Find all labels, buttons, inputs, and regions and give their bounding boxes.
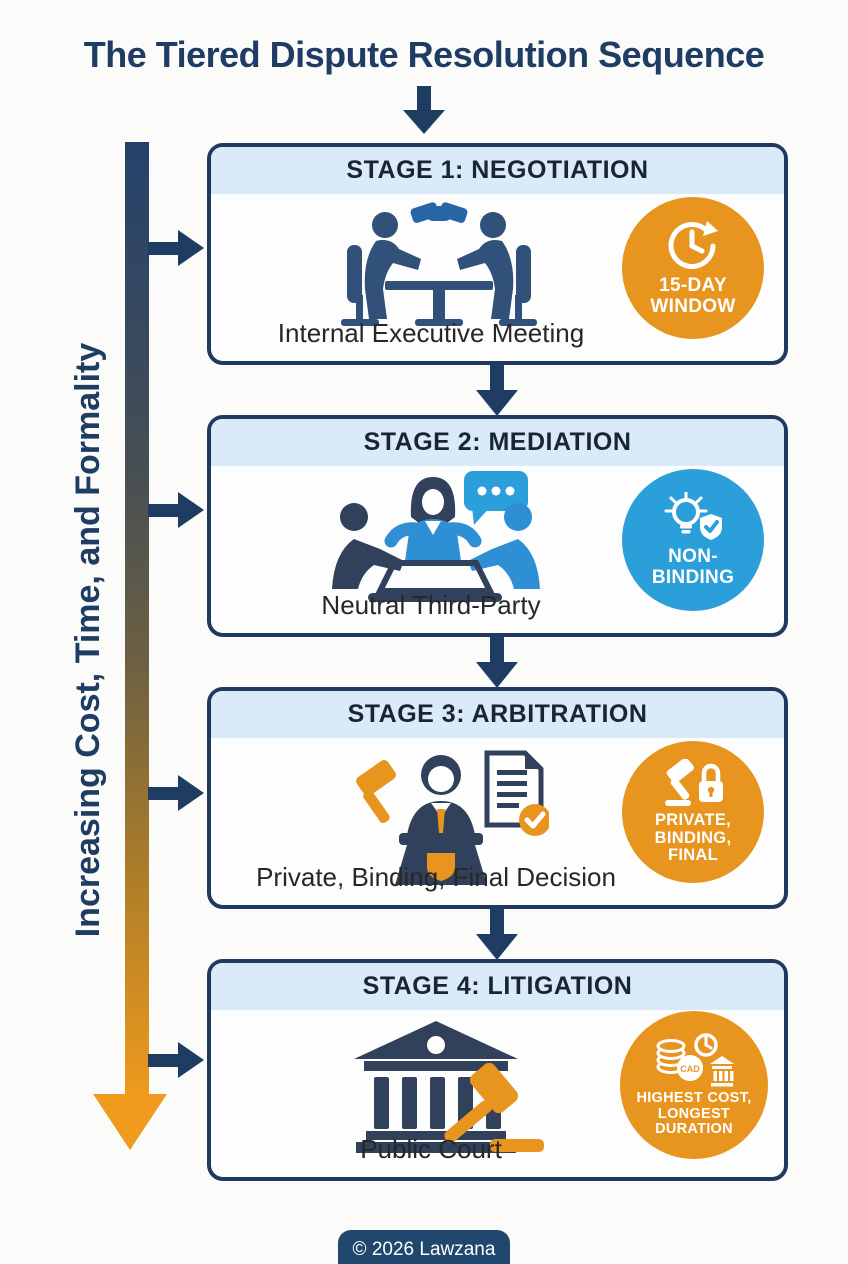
stage-4-header: STAGE 4: LITIGATION xyxy=(211,963,784,1010)
svg-text:CAD: CAD xyxy=(680,1064,700,1074)
coins-clock-bank-icon: CAD xyxy=(656,1033,734,1087)
page-title: The Tiered Dispute Resolution Sequence xyxy=(83,34,765,75)
stage-1-header: STAGE 1: NEGOTIATION xyxy=(211,147,784,194)
arbitrator-podium-document-icon xyxy=(356,750,549,885)
stage-3-header: STAGE 3: ARBITRATION xyxy=(211,691,784,738)
stage-2-caption: Neutral Third-Party xyxy=(321,590,541,620)
stage-1-badge-text: 15-DAY WINDOW xyxy=(650,274,736,317)
meeting-table-handshake-icon xyxy=(341,202,537,326)
clock-refresh-icon xyxy=(668,220,718,269)
branch-arrow-stage2-icon xyxy=(148,492,204,528)
branch-arrow-stage4-icon xyxy=(148,1042,204,1078)
stage-2-header: STAGE 2: MEDIATION xyxy=(211,419,784,466)
arrow-down-icon xyxy=(476,908,518,960)
stage-4-caption: Public Court xyxy=(360,1134,502,1164)
lightbulb-shield-check-icon xyxy=(664,491,722,540)
stage-3-arbitration-card: STAGE 3: ARBITRATION Pr xyxy=(207,687,788,909)
document-check-icon xyxy=(484,750,549,836)
handshake-icon xyxy=(410,202,468,223)
stage-1-caption: Internal Executive Meeting xyxy=(277,318,585,348)
courthouse-gavel-icon xyxy=(354,1021,544,1153)
stage-2-mediation-card: STAGE 2: MEDIATION Neutral Third-Party xyxy=(207,415,788,637)
branch-arrow-stage1-icon xyxy=(148,230,204,266)
stage-1-negotiation-card: STAGE 1: NEGOTIATION Internal Executive … xyxy=(207,143,788,365)
gavel-lock-icon xyxy=(665,758,723,806)
stage-3-badge-text: PRIVATE, BINDING, FINAL xyxy=(654,810,732,865)
stage-2-badge: NON- BINDING xyxy=(622,469,764,611)
stage-4-badge: CAD HIGHEST COST, LONGEST DURATION xyxy=(620,1011,768,1159)
gavel-icon xyxy=(356,760,396,824)
stage-3-caption: Private, Binding, Final Decision xyxy=(256,862,616,892)
axis-label: Increasing Cost, Time, and Formality xyxy=(69,342,107,938)
stage-3-badge: PRIVATE, BINDING, FINAL xyxy=(622,741,764,883)
stage-4-badge-text: HIGHEST COST, LONGEST DURATION xyxy=(636,1090,752,1138)
stage-2-badge-text: NON- BINDING xyxy=(651,545,735,588)
speech-bubble-icon xyxy=(464,471,528,525)
arrow-down-icon xyxy=(476,364,518,416)
arrow-down-icon xyxy=(403,86,445,134)
arrow-down-icon xyxy=(476,636,518,688)
stage-4-litigation-card: STAGE 4: LITIGATION Public Court xyxy=(207,959,788,1181)
mediator-discussion-icon xyxy=(332,471,540,602)
cost-time-axis-arrow xyxy=(93,142,167,1150)
stage-1-badge: 15-DAY WINDOW xyxy=(622,197,764,339)
gavel-icon xyxy=(444,1062,544,1152)
copyright-badge: © 2026 Lawzana xyxy=(338,1230,510,1264)
branch-arrow-stage3-icon xyxy=(148,775,204,811)
